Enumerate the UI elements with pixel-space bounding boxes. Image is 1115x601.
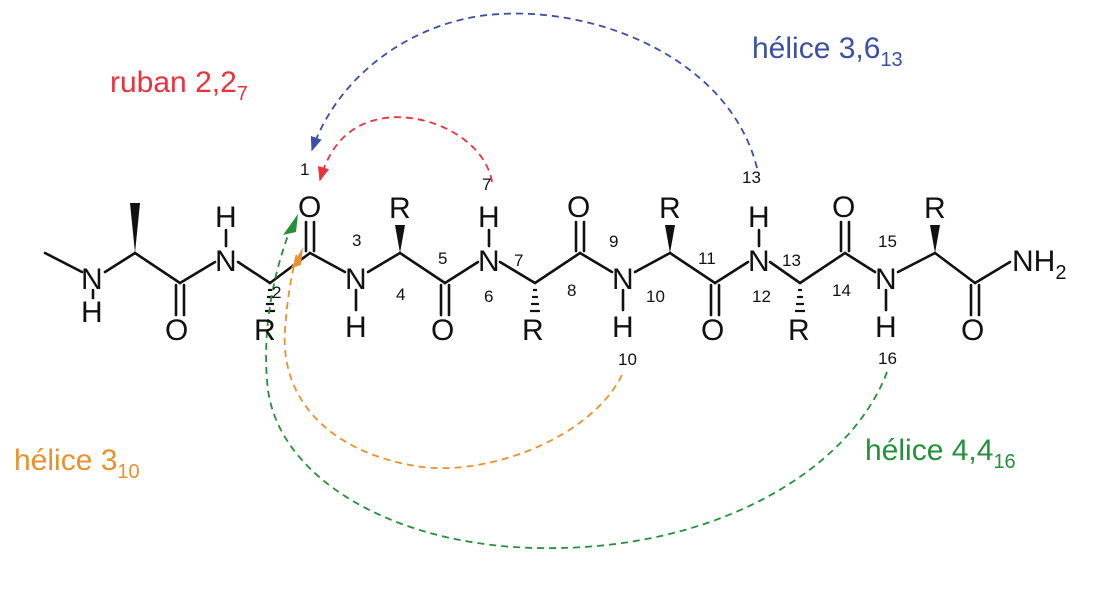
pos-9: 9 [609, 232, 618, 251]
atom-h-3: H [345, 311, 367, 344]
arc-green [265, 224, 888, 549]
arrow-green [283, 214, 298, 235]
pos-12: 12 [752, 287, 771, 306]
pos-11: 11 [698, 249, 716, 268]
conformation-labels: ruban 2,27 hélice 3,613 hélice 310 hélic… [14, 32, 1016, 483]
atom-h-12: H [748, 201, 770, 234]
atom-h-6: H [478, 201, 500, 234]
atom-n-3: N [345, 263, 367, 296]
atom-o-1: O [165, 314, 188, 347]
atom-n-12: N [748, 245, 770, 278]
atom-n-6: N [478, 245, 500, 278]
arc-start-label-1: 1 [300, 160, 309, 179]
atom-h-9: H [612, 311, 634, 344]
atom-r-2: R [254, 314, 276, 347]
arc-end-labels: 1 7 13 10 16 [300, 160, 897, 369]
atom-o-11: O [701, 314, 724, 347]
atom-h-1: H [215, 201, 237, 234]
atom-r-10: R [659, 192, 681, 225]
pos-14: 14 [832, 281, 851, 300]
label-helice-4-4: hélice 4,416 [865, 434, 1016, 473]
arc-end-label-orange: 10 [618, 350, 637, 369]
position-numbers: 2 3 4 5 6 7 8 9 10 11 12 13 14 15 [272, 231, 897, 306]
arrow-orange [291, 247, 303, 268]
atom-r-4: R [389, 192, 411, 225]
wedge-bonds [130, 203, 940, 253]
pos-5: 5 [438, 249, 447, 268]
pos-4: 4 [396, 285, 405, 304]
hbond-arcs [265, 12, 888, 549]
pos-3: 3 [352, 231, 361, 250]
pos-13: 13 [782, 251, 801, 270]
atom-r-16: R [924, 192, 946, 225]
pos-10: 10 [646, 287, 665, 306]
atom-o-5: O [431, 314, 454, 347]
backbone-bonds [43, 220, 1012, 317]
atom-o-8: O [567, 191, 590, 224]
atom-o-14: O [832, 191, 855, 224]
atom-n-terminus: N [81, 263, 103, 296]
atom-n-9: N [612, 263, 634, 296]
arc-orange [283, 249, 623, 469]
pos-7: 7 [514, 251, 523, 270]
arc-end-label-red: 7 [482, 175, 491, 194]
label-helice-3-10: hélice 310 [14, 444, 140, 483]
arc-red [318, 116, 493, 183]
atom-labels: N H H N O R O N H R O H N R O N H R O H … [81, 191, 1066, 347]
atom-n-1: N [215, 245, 237, 278]
label-ruban: ruban 2,27 [110, 66, 248, 105]
pos-8: 8 [567, 281, 576, 300]
atom-h-15: H [875, 311, 897, 344]
atom-r-13: R [788, 314, 810, 347]
arc-end-label-blue: 13 [742, 168, 761, 187]
arc-blue [310, 12, 758, 169]
atom-n-15: N [875, 263, 897, 296]
label-helice-3-6: hélice 3,613 [752, 32, 903, 71]
pos-6: 6 [484, 287, 493, 306]
arc-end-label-green: 16 [878, 349, 897, 368]
pos-2: 2 [272, 283, 281, 302]
atom-nh2: NH2 [1012, 245, 1066, 284]
atom-o-17: O [961, 314, 984, 347]
pos-15: 15 [878, 232, 897, 251]
atom-r-7: R [522, 314, 544, 347]
atom-h-terminus: H [81, 296, 103, 329]
atom-o-2: O [298, 191, 321, 224]
